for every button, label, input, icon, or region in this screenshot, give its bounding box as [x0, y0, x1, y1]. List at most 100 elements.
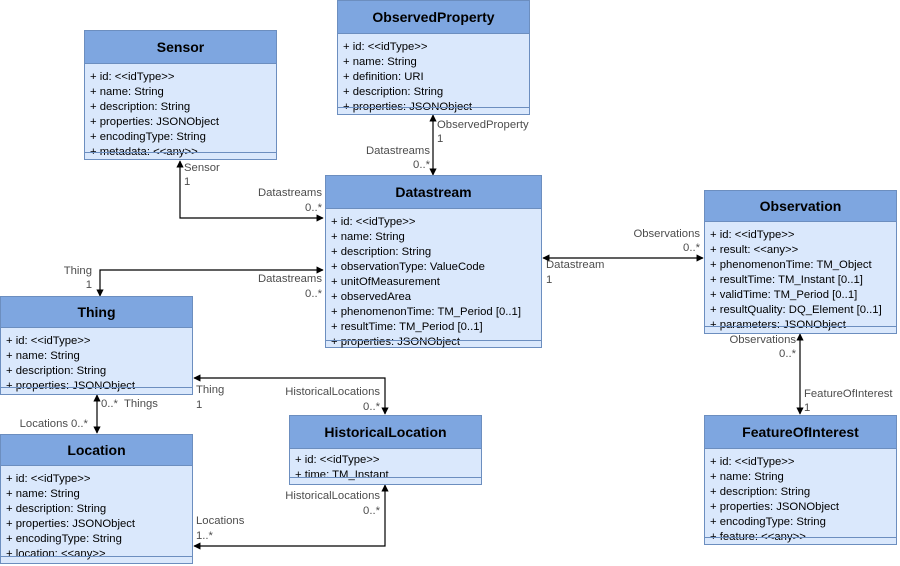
edge-label-role: Datastreams: [257, 273, 322, 285]
edge-label-role: Datastream: [546, 259, 605, 271]
edge-label-role: Locations: [196, 515, 245, 527]
observation-attr: + parameters: JSONObject: [710, 319, 846, 331]
sensor-class[interactable]: Sensor + id: <<idType>> + name: String +…: [84, 30, 277, 160]
edge-label-role: HistoricalLocations: [285, 490, 380, 502]
location-attr: + location: <<any>>: [6, 548, 106, 560]
edge-label-multiplicity: 0..*: [363, 401, 380, 413]
thing-attr: + description: String: [6, 365, 107, 377]
location-class-title: Location: [1, 435, 192, 466]
observedproperty-class[interactable]: ObservedProperty + id: <<idType>> + name…: [337, 0, 530, 115]
observation-attr: + phenomenonTime: TM_Object: [710, 259, 872, 271]
edge-label-multiplicity: 1: [196, 399, 203, 411]
thing-operations-divider: [1, 387, 192, 388]
observedproperty-operations-divider: [338, 107, 529, 108]
datastream-attr: + unitOfMeasurement: [331, 276, 440, 288]
featureofinterest-attr: + id: <<idType>>: [710, 456, 795, 468]
thing-class-title: Thing: [1, 297, 192, 328]
observation-attr: + id: <<idType>>: [710, 229, 795, 241]
edge-label-role: Locations: [19, 418, 68, 430]
datastream-class[interactable]: Datastream + id: <<idType>> + name: Stri…: [325, 175, 542, 348]
location-operations-divider: [1, 556, 192, 557]
edge-label-role: Things: [124, 398, 158, 410]
observedproperty-attr: + description: String: [343, 86, 444, 98]
featureofinterest-attr: + encodingType: String: [710, 516, 826, 528]
sensor-attr: + id: <<idType>>: [90, 71, 175, 83]
historicallocation-class-title: HistoricalLocation: [290, 416, 481, 449]
location-attr: + name: String: [6, 488, 80, 500]
edge-label-multiplicity: 1: [184, 176, 191, 188]
edge-label-role: Datastreams: [365, 145, 430, 157]
datastream-attr: + observationType: ValueCode: [331, 261, 485, 273]
historicallocation-attr: + id: <<idType>>: [295, 454, 380, 466]
observation-class[interactable]: Observation + id: <<idType>> + result: <…: [704, 190, 897, 334]
historicallocation-attributes: + id: <<idType>> + time: TM_Instant: [290, 449, 481, 483]
edge-label-role: Sensor: [184, 162, 220, 174]
thing-datastream-line: [96, 266, 324, 297]
datastream-attr: + resultTime: TM_Period [0..1]: [331, 321, 483, 333]
featureofinterest-class[interactable]: FeatureOfInterest + id: <<idType>> + nam…: [704, 415, 897, 545]
edge-label-multiplicity: 1: [437, 133, 444, 145]
edge-label-role: HistoricalLocations: [285, 386, 380, 398]
datastream-attr: + description: String: [331, 246, 432, 258]
edge-label-role: Observations: [729, 334, 796, 346]
edge-label-multiplicity: 0..*: [305, 288, 322, 300]
edge-label-multiplicity: 1: [85, 279, 92, 291]
edge-label-role: Observations: [633, 228, 700, 240]
featureofinterest-operations-divider: [705, 537, 896, 538]
edge-label-multiplicity: 0..*: [305, 202, 322, 214]
sensor-class-title: Sensor: [85, 31, 276, 64]
edge-label-role: Datastreams: [257, 187, 322, 199]
featureofinterest-class-title: FeatureOfInterest: [705, 416, 896, 449]
observation-attr: + resultTime: TM_Instant [0..1]: [710, 274, 863, 286]
edge-label-role: Thing: [63, 265, 92, 277]
thing-attr: + name: String: [6, 350, 80, 362]
observedproperty-attr: + name: String: [343, 56, 417, 68]
datastream-attr: + name: String: [331, 231, 405, 243]
edge-label-multiplicity: 0..*: [101, 398, 118, 410]
thing-historicallocation-line: [193, 374, 389, 415]
observation-operations-divider: [705, 326, 896, 327]
location-attr: + encodingType: String: [6, 533, 122, 545]
edge-label-multiplicity: 0..*: [413, 159, 430, 171]
edge-label-multiplicity: 1..*: [196, 530, 213, 542]
featureofinterest-attr: + name: String: [710, 471, 784, 483]
thing-attr: + id: <<idType>>: [6, 335, 91, 347]
historicallocation-operations-divider: [290, 477, 481, 478]
datastream-class-title: Datastream: [326, 176, 541, 209]
edge-label-role: ObservedProperty: [437, 119, 529, 131]
edge-label-role: Thing: [196, 384, 225, 396]
datastream-attr: + observedArea: [331, 291, 412, 303]
sensor-attr: + name: String: [90, 86, 164, 98]
edge-label-multiplicity: 0..*: [683, 242, 700, 254]
historicallocation-class[interactable]: HistoricalLocation + id: <<idType>> + ti…: [289, 415, 482, 485]
thing-attr: + properties: JSONObject: [6, 380, 136, 392]
sensor-attr: + description: String: [90, 101, 191, 113]
observedproperty-attr: + definition: URI: [343, 71, 424, 83]
location-attr: + id: <<idType>>: [6, 473, 91, 485]
edge-label-multiplicity: 1: [546, 274, 553, 286]
edge-label-role: FeatureOfInterest: [804, 388, 893, 400]
observation-class-title: Observation: [705, 191, 896, 222]
datastream-operations-divider: [326, 340, 541, 341]
edge-label-multiplicity: 0..*: [363, 505, 380, 517]
thing-attributes: + id: <<idType>> + name: String + descri…: [1, 328, 192, 394]
thing-class[interactable]: Thing + id: <<idType>> + name: String + …: [0, 296, 193, 395]
sensor-attr: + properties: JSONObject: [90, 116, 220, 128]
edge-label-multiplicity: 1: [804, 402, 811, 414]
observedproperty-attributes: + id: <<idType>> + name: String + defini…: [338, 34, 529, 115]
datastream-attr: + phenomenonTime: TM_Period [0..1]: [331, 306, 521, 318]
location-attr: + description: String: [6, 503, 107, 515]
observation-attributes: + id: <<idType>> + result: <<any>> + phe…: [705, 222, 896, 333]
featureofinterest-attr: + properties: JSONObject: [710, 501, 840, 513]
observation-attr: + validTime: TM_Period [0..1]: [710, 289, 858, 301]
location-attributes: + id: <<idType>> + name: String + descri…: [1, 466, 192, 562]
sensor-operations-divider: [85, 152, 276, 153]
location-class[interactable]: Location + id: <<idType>> + name: String…: [0, 434, 193, 564]
observedproperty-class-title: ObservedProperty: [338, 1, 529, 34]
observation-attr: + result: <<any>>: [710, 244, 799, 256]
featureofinterest-attributes: + id: <<idType>> + name: String + descri…: [705, 449, 896, 545]
edge-label-multiplicity: 0..*: [779, 348, 796, 360]
sensor-attr: + encodingType: String: [90, 131, 206, 143]
featureofinterest-attr: + description: String: [710, 486, 811, 498]
